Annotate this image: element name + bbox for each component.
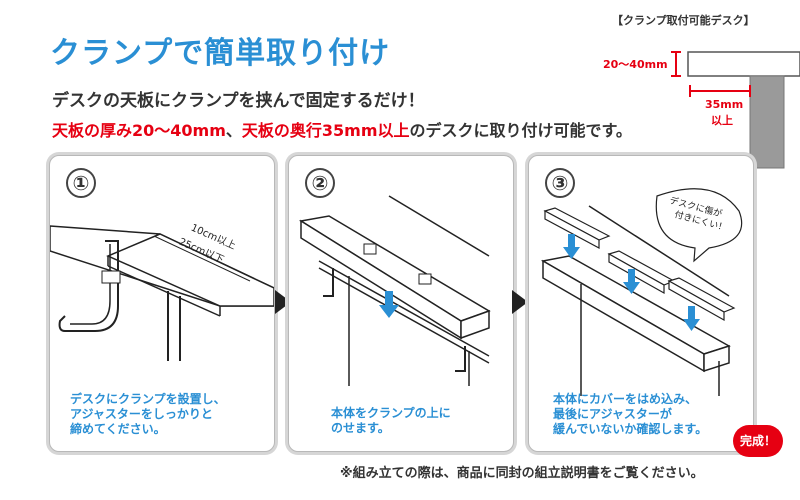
step-3-illustration [540, 188, 743, 396]
spec-depth-suffix: 以上 [711, 114, 733, 127]
spec-thickness-label: 20〜40mm [603, 58, 668, 71]
intro-line-2-rest: のデスクに取り付け可能です。 [409, 121, 632, 140]
step-panel-2: ② 本体をクランプの上に のせます。 [288, 155, 514, 452]
next-arrow-1 [275, 290, 291, 314]
intro-line-2: 天板の厚み20〜40mm、天板の奥行35mm以上のデスクに取り付け可能です。 [52, 117, 632, 141]
step-panel-1: ① 10cm以上 25cm以下 デスクにクランプを設置し、 アジャスターをしっか… [49, 155, 275, 452]
intro-line-1: デスクの天板にクランプを挟んで固定するだけ！ [52, 91, 425, 111]
step-2-illustration [298, 195, 491, 386]
intro-separator: 、 [225, 121, 242, 140]
spec-title: 【クランプ取付可能デスク】 [612, 14, 755, 27]
spec-desk-leg [749, 75, 785, 169]
complete-badge: 完成！ [733, 425, 783, 457]
page-title: クランプで簡単取り付け [50, 36, 391, 71]
step-2-caption: 本体をクランプの上に のせます。 [331, 406, 451, 435]
step-1-illustration [50, 225, 274, 361]
step-number-3: ③ [545, 168, 575, 198]
step-1-caption: デスクにクランプを設置し、 アジャスターをしっかりと 締めてください。 [70, 392, 226, 436]
next-arrow-2 [512, 290, 528, 314]
step-number-1: ① [66, 168, 96, 198]
spec-desk-top [687, 51, 800, 77]
assembly-footnote: ※組み立ての際は、商品に同封の組立説明書をご覧ください。 [340, 466, 704, 481]
step-number-2: ② [305, 168, 335, 198]
depth-requirement: 天板の奥行35mm以上 [241, 121, 410, 140]
step-panel-3: ③ デスクに傷が 付きにくい！ 本体にカバーをはめ込み、 最後にアジャスターが … [528, 155, 754, 452]
spec-depth-value: 35mm [705, 98, 744, 111]
step-3-caption: 本体にカバーをはめ込み、 最後にアジャスターが 緩んでいないか確認します。 [553, 392, 708, 436]
thickness-requirement: 天板の厚み20〜40mm [52, 121, 226, 140]
